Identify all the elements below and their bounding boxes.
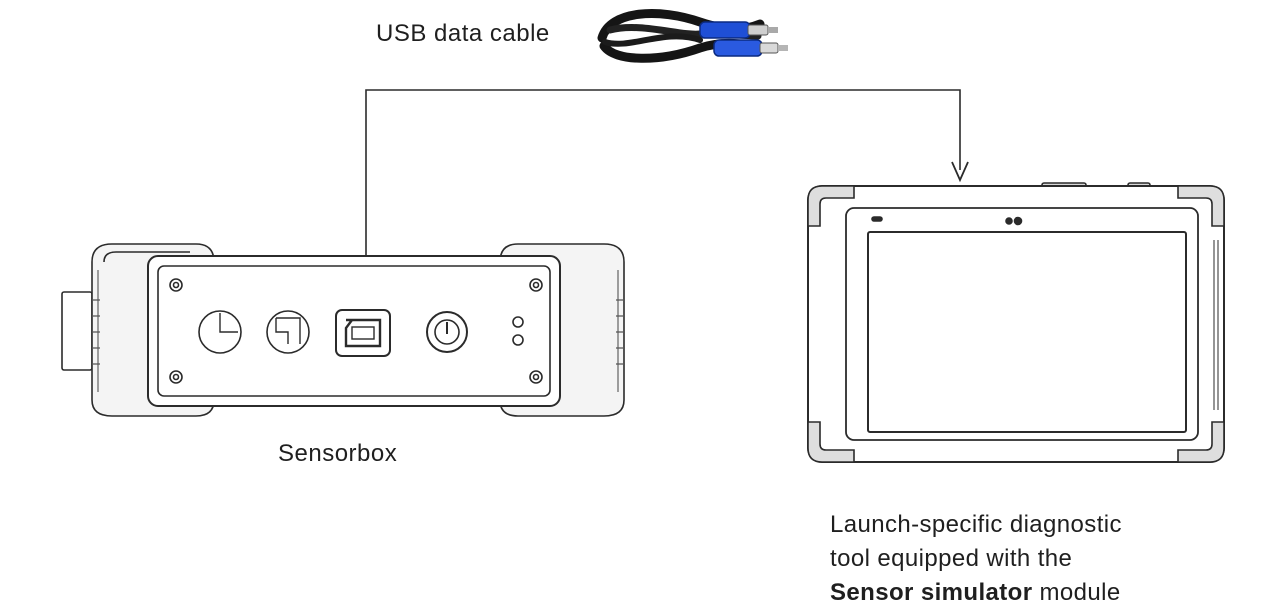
sensorbox-device-icon [61, 243, 625, 417]
sensor-simulator-term: Sensor simulator [830, 579, 1033, 606]
caption-tail: module [1032, 579, 1121, 606]
usb-cable-label: USB data cable [376, 20, 550, 47]
arrow-to-tool-icon [951, 161, 969, 183]
sensorbox-label: Sensorbox [278, 440, 398, 467]
caption-line-1: Launch-specific diagnostic [830, 511, 1122, 538]
caption-line-2: tool equipped with the [830, 545, 1073, 572]
diagnostic-tablet-icon [807, 182, 1225, 463]
usb-cable-icon [597, 9, 788, 63]
caption-line-3: Sensor simulator module [830, 576, 1122, 610]
diagnostic-tool-caption: Launch-specific diagnostic tool equipped… [830, 508, 1122, 610]
connection-line [365, 89, 961, 296]
